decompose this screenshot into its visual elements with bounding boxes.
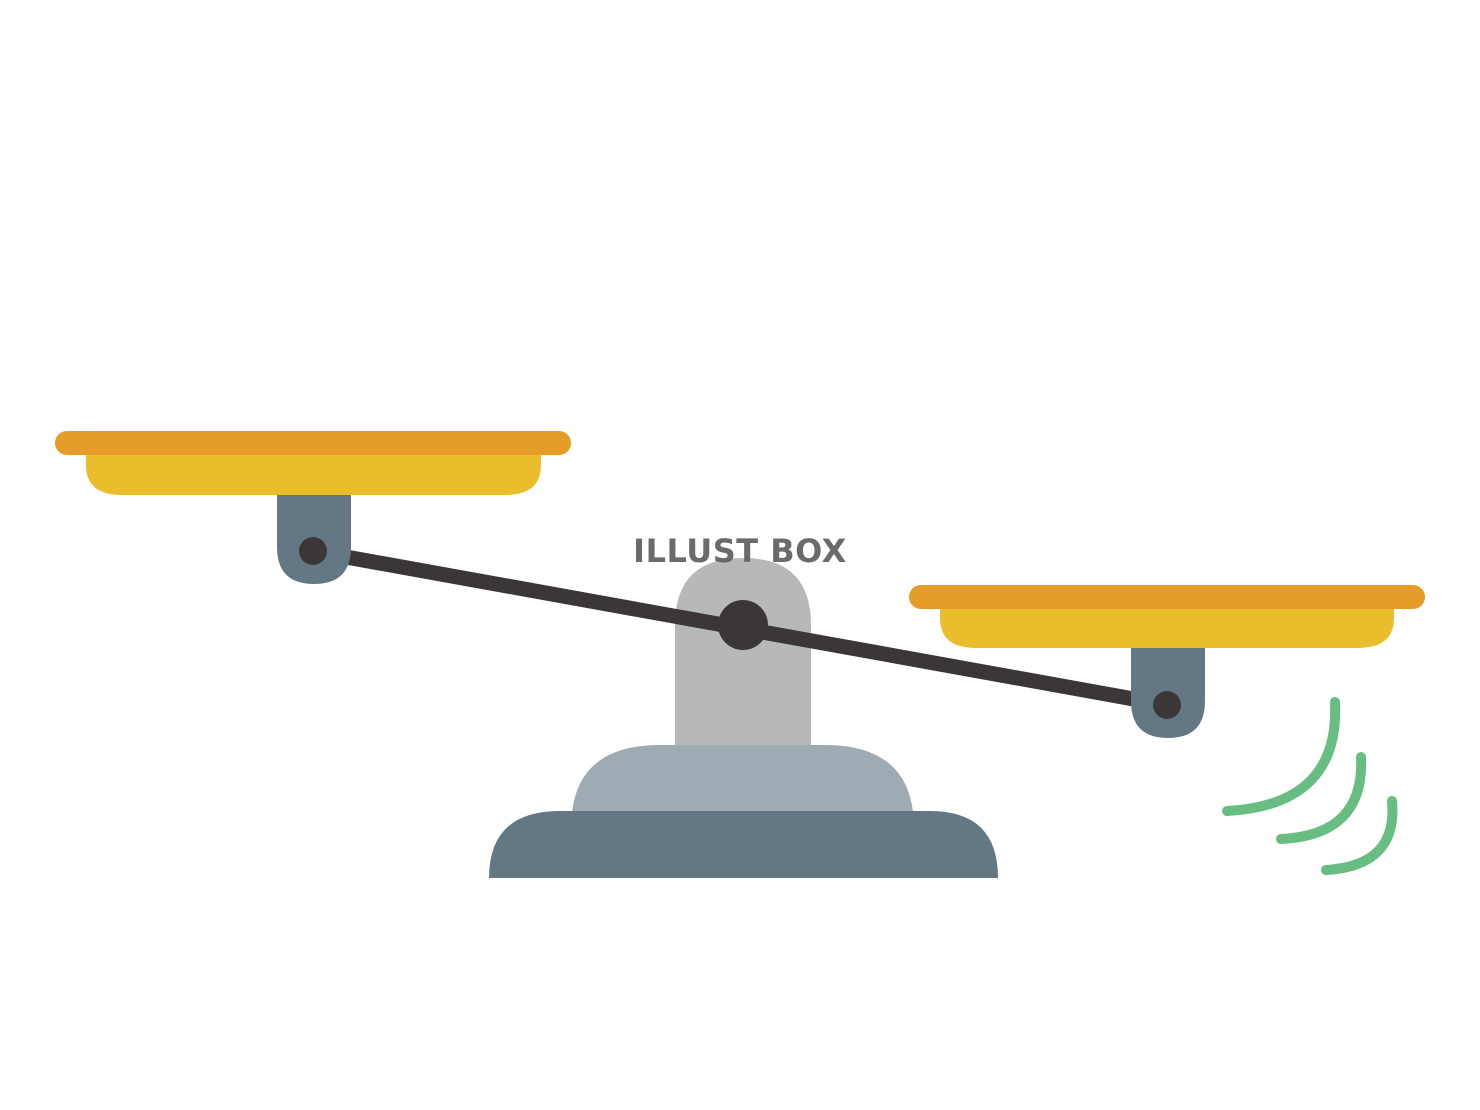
scale-pan-icon (940, 605, 1394, 648)
base-lower-tier (489, 811, 998, 878)
fulcrum-post (675, 558, 811, 745)
left-pan-rim (55, 431, 571, 455)
left-pan (55, 431, 571, 584)
scale-base (489, 745, 998, 878)
motion-line-inner (1321, 796, 1398, 875)
motion-line-outer (1222, 697, 1341, 816)
base-upper-tier (572, 745, 913, 812)
post-body (675, 558, 811, 745)
motion-line-middle (1276, 752, 1367, 844)
motion-lines-icon (1222, 697, 1398, 875)
left-pan-pivot-icon (299, 537, 327, 565)
right-pan-pivot-icon (1153, 691, 1181, 719)
right-pan (909, 585, 1425, 738)
scale-pan-icon (86, 452, 541, 495)
left-pan-hanger (277, 490, 351, 584)
right-pan-rim (909, 585, 1425, 609)
fulcrum-icon (718, 600, 768, 650)
